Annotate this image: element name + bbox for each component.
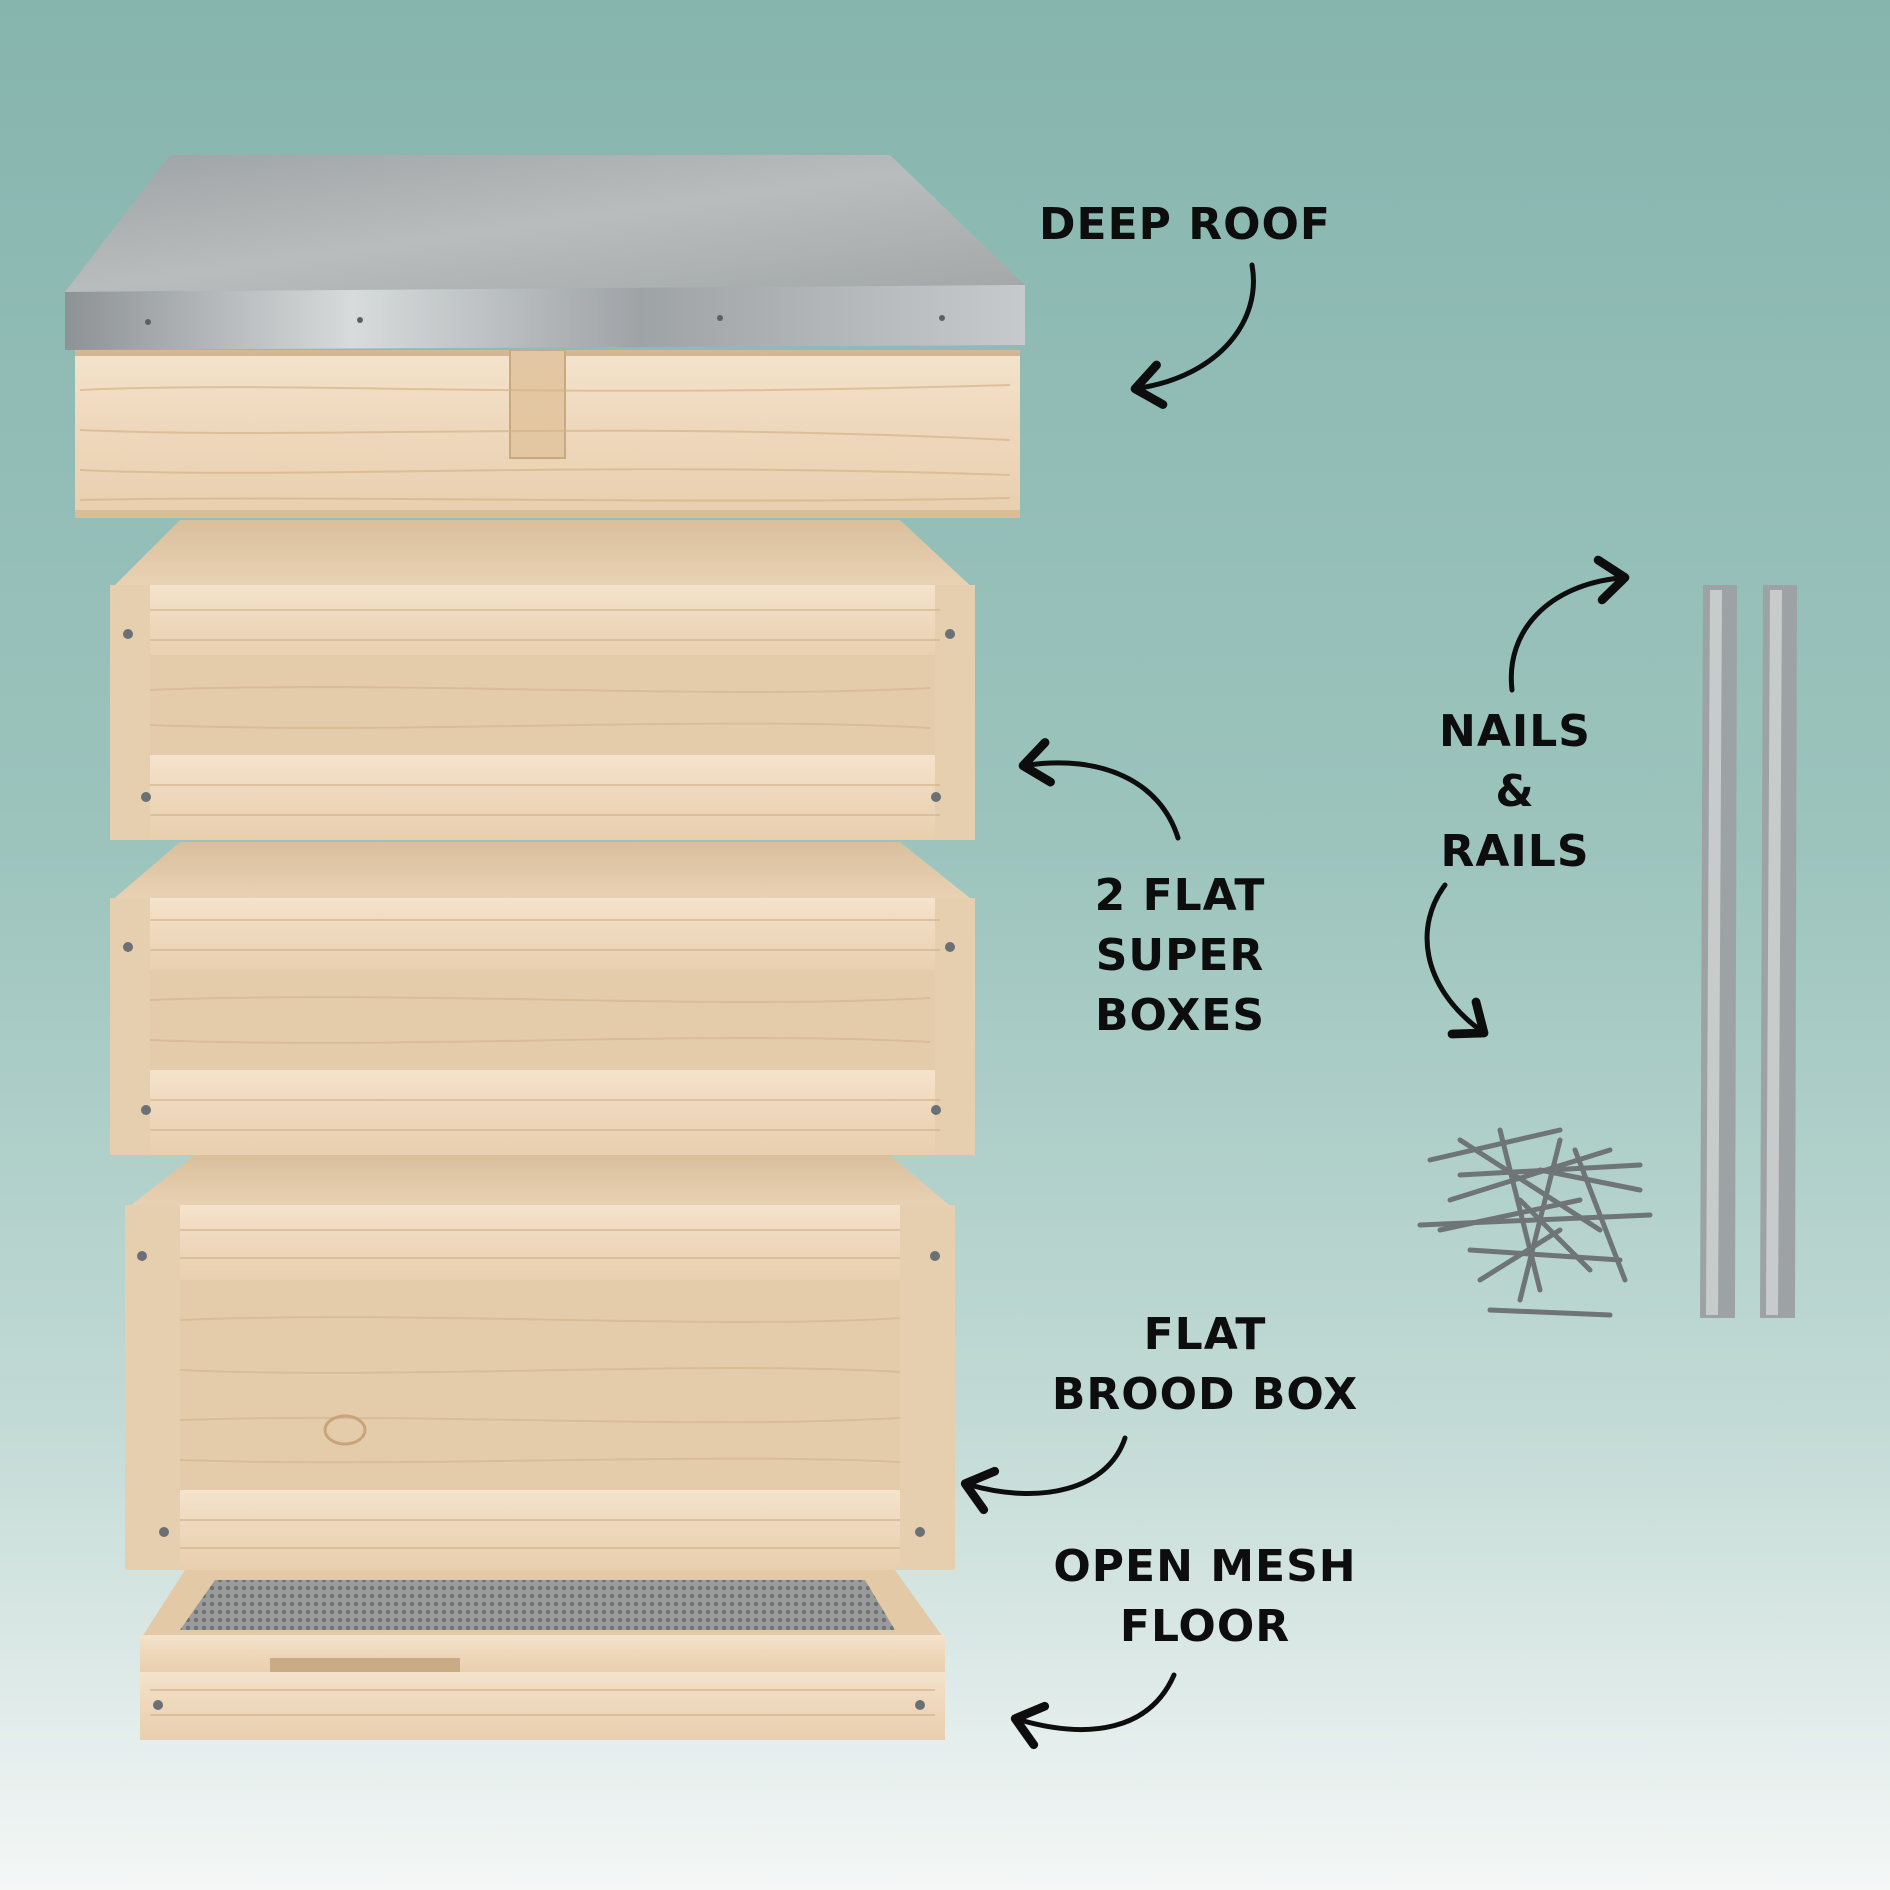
arrow-deep-roof xyxy=(1130,262,1256,409)
arrow-super-boxes xyxy=(1018,738,1181,841)
label-line: NAILS xyxy=(1439,706,1591,757)
label-nails-rails: NAILS & RAILS xyxy=(1405,702,1625,882)
arrow-rails xyxy=(1508,555,1630,693)
label-line: & xyxy=(1495,766,1535,817)
label-line: FLAT xyxy=(1143,1309,1267,1360)
label-line: BROOD BOX xyxy=(1051,1369,1359,1420)
brood-box xyxy=(125,1155,955,1570)
label-super-boxes: 2 FLAT SUPER BOXES xyxy=(1060,866,1300,1046)
label-line: FLOOR xyxy=(1119,1601,1291,1652)
label-line: DEEP ROOF xyxy=(1039,199,1331,250)
open-mesh-floor xyxy=(140,1570,945,1740)
arrow-brood-box xyxy=(960,1435,1128,1515)
nails-pile xyxy=(1417,1127,1653,1318)
metal-rails xyxy=(1700,585,1797,1318)
label-line: SUPER xyxy=(1095,930,1265,981)
label-mesh-floor: OPEN MESH FLOOR xyxy=(1045,1537,1365,1657)
arrow-mesh-floor xyxy=(1010,1672,1177,1750)
arrow-nails xyxy=(1424,882,1489,1039)
label-line: BOXES xyxy=(1094,990,1266,1041)
deep-roof xyxy=(65,155,1025,518)
label-line: OPEN MESH xyxy=(1053,1541,1357,1592)
label-line: 2 FLAT xyxy=(1094,870,1266,921)
label-deep-roof: DEEP ROOF xyxy=(1035,195,1335,255)
label-brood-box: FLAT BROOD BOX xyxy=(1045,1305,1365,1425)
super-box-1 xyxy=(110,520,975,840)
label-line: RAILS xyxy=(1440,826,1590,877)
super-box-2 xyxy=(110,842,975,1155)
